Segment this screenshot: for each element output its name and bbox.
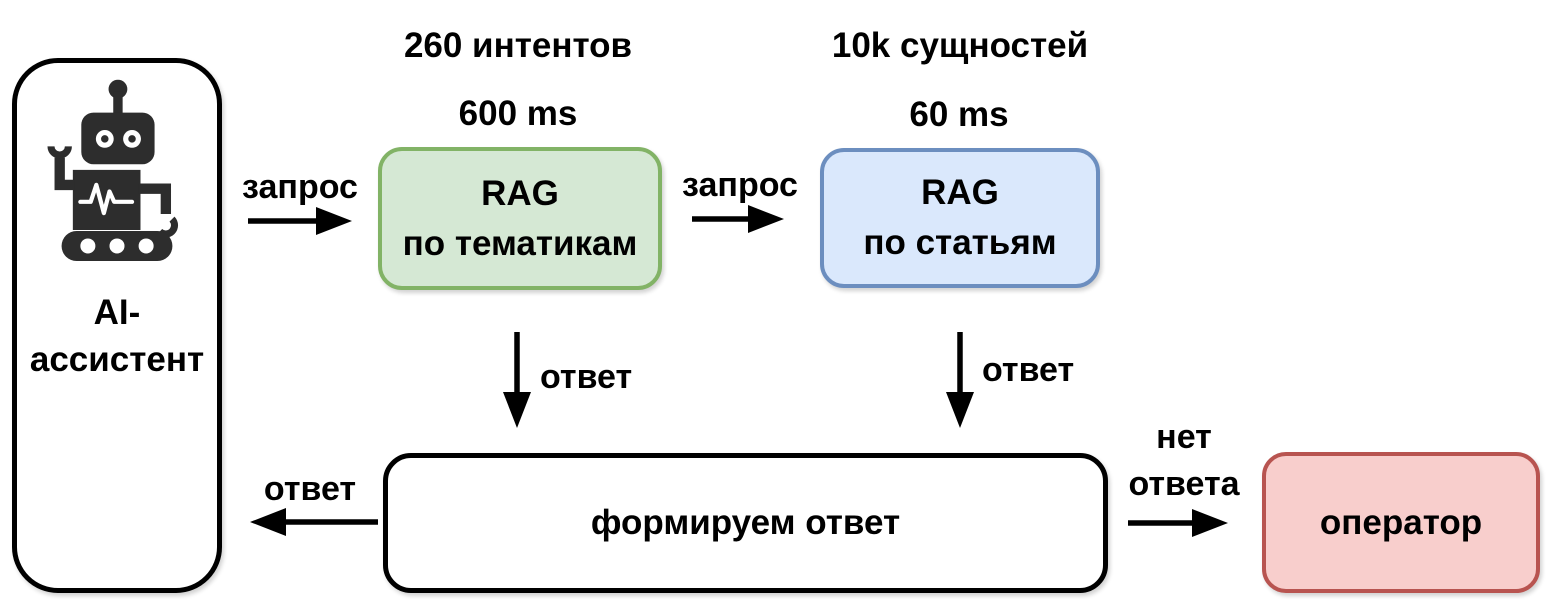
operator-label: оператор	[1319, 502, 1483, 542]
topics-latency-label: 600 ms	[458, 94, 578, 133]
articles-latency-label: 60 ms	[909, 95, 1009, 134]
rag-topics-label-line2: по тематикам	[402, 223, 638, 263]
rag-articles-node: RAG по статьям	[820, 148, 1100, 288]
rag-topics-label-line1: RAG	[481, 173, 559, 213]
arrow-compose-to-operator	[1128, 509, 1228, 537]
ai-assistant-label-line1: AI-	[93, 293, 141, 332]
ai-assistant-label: AI- ассистент	[30, 289, 204, 383]
arrow-compose-to-assistant	[250, 508, 378, 536]
edge-label-answer-topics: ответ	[540, 358, 633, 396]
compose-answer-label: формируем ответ	[590, 503, 901, 542]
edge-label-no-answer-line2: ответа	[1128, 465, 1240, 503]
ai-assistant-label-line2: ассистент	[29, 340, 205, 379]
robot-icon	[47, 79, 178, 261]
operator-node: оператор	[1262, 452, 1540, 593]
compose-answer-node: формируем ответ	[383, 453, 1108, 593]
edge-label-no-answer: нет ответа	[1110, 414, 1258, 508]
intents-count-label: 260 интентов	[403, 26, 633, 65]
arrow-topics-to-articles	[692, 205, 784, 233]
rag-articles-label-line1: RAG	[921, 173, 999, 212]
edge-label-answer-to-assistant: ответ	[263, 470, 357, 508]
arrow-articles-to-compose	[946, 332, 974, 428]
arrow-topics-to-compose	[503, 332, 531, 428]
rag-articles-label-line2: по статьям	[863, 223, 1057, 262]
arrow-assistant-to-topics	[248, 207, 352, 235]
edge-label-no-answer-line1: нет	[1156, 418, 1212, 456]
edge-label-answer-articles: ответ	[982, 351, 1075, 389]
entities-count-label: 10k сущностей	[831, 26, 1089, 65]
ai-assistant-node: AI- ассистент	[12, 58, 222, 593]
rag-topics-node: RAG по тематикам	[378, 147, 662, 290]
edge-label-request-1: запрос	[242, 168, 358, 206]
edge-label-request-2: запрос	[682, 166, 798, 204]
